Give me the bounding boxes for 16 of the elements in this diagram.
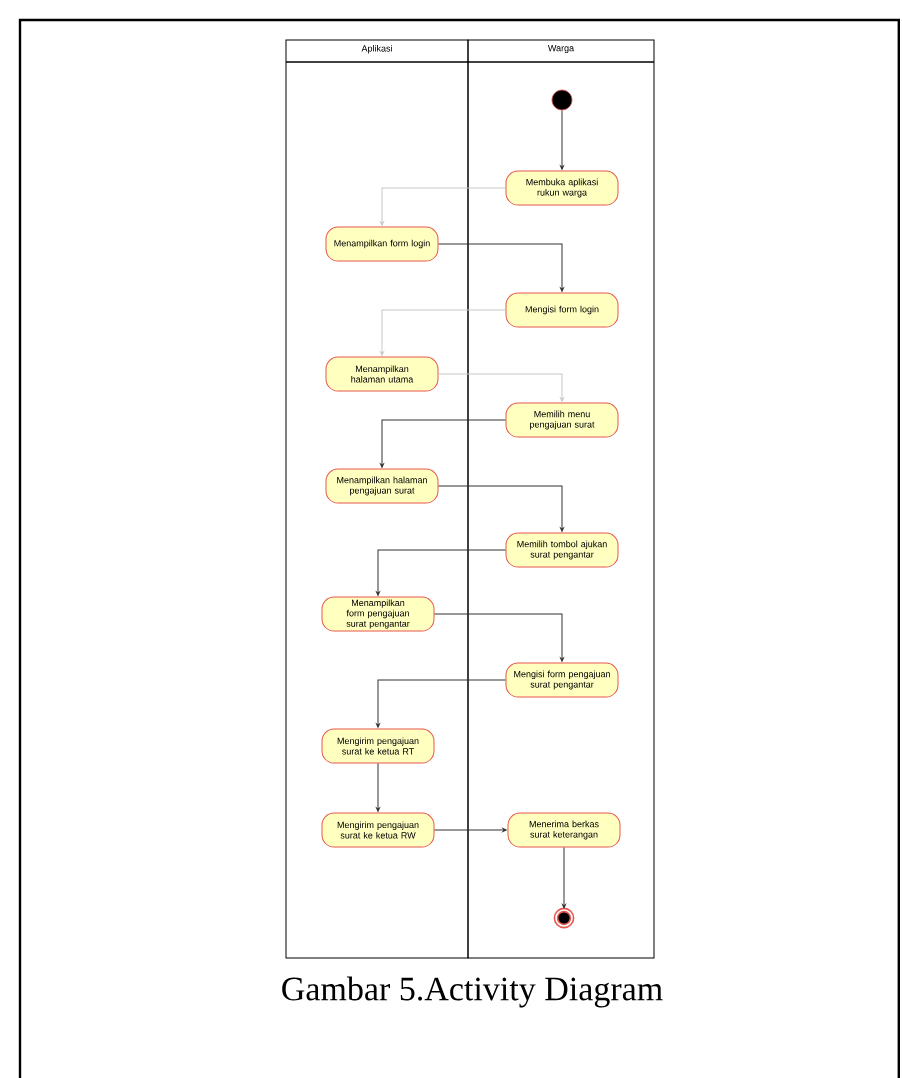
arrow [376,763,380,812]
caption: Gambar 5.Activity Diagram [282,976,663,1008]
final-node [553,907,575,929]
arrow [438,485,564,532]
start-node [551,89,573,111]
arrow [380,419,506,468]
arrow [434,613,564,662]
arrow [560,109,564,170]
arrow [376,549,506,596]
arrow [438,243,564,292]
arrow [562,847,566,909]
arrow [380,309,506,356]
arrow [434,828,507,832]
arrow [438,373,564,402]
arrow [380,187,506,226]
arrow [376,679,506,728]
